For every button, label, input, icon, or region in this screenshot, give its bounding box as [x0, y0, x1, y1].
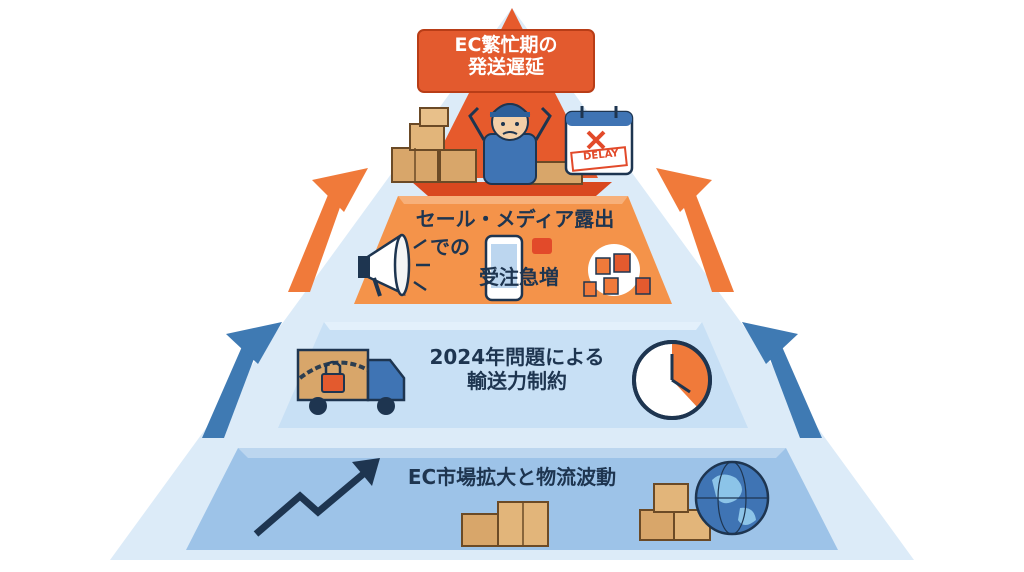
layer-2-label-line3: 受注急増 [479, 265, 559, 289]
globe-icon [694, 460, 770, 536]
arrow-blue-left [202, 322, 282, 438]
layer-3 [278, 322, 748, 428]
smartphone-icon [484, 234, 552, 302]
layer-top-band [412, 182, 612, 196]
layer-3-label: 2024年問題による 輸送力制約 [429, 345, 605, 393]
boxes-icon [391, 107, 477, 183]
megaphone-icon [358, 233, 430, 297]
layer-base-top-edge [238, 448, 786, 458]
shopping-bags-icon [583, 244, 651, 297]
calendar-delay-icon [564, 106, 634, 176]
layer-2-label-line2: での [430, 235, 470, 259]
layer-3-top-edge [324, 322, 702, 330]
padlock-icon [321, 360, 345, 393]
top-title-banner [417, 29, 595, 93]
stressed-worker-icon [468, 103, 552, 185]
layer-2-label-line1: セール・メディア露出 [415, 207, 615, 231]
clock-icon [632, 340, 712, 420]
arrow-orange-left [288, 168, 368, 292]
trend-arrow-icon [253, 458, 380, 537]
layer-2-top-edge [398, 196, 628, 204]
base-layer-label: EC市場拡大と物流波動 [407, 465, 617, 489]
arrow-blue-right [742, 322, 822, 438]
cardboard-box-icon [461, 501, 549, 547]
boxes-stack-icon [639, 483, 711, 541]
arrow-orange-right [656, 168, 734, 292]
top-layer-label: EC繁忙期の 発送遅延 [454, 34, 558, 79]
